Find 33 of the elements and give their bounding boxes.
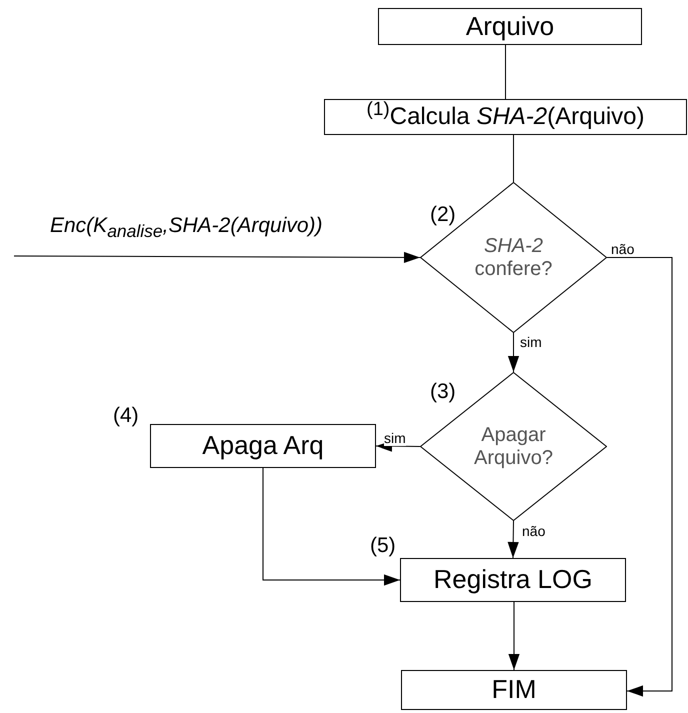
box-text: Apaga Arq bbox=[202, 431, 324, 461]
process-box bbox=[378, 8, 642, 45]
arrow bbox=[14, 252, 420, 264]
box-text: Calcula SHA-2(Arquivo) bbox=[390, 103, 644, 131]
step-number: (1) bbox=[366, 99, 390, 121]
arrow bbox=[508, 332, 520, 372]
edge-label: sim bbox=[520, 335, 542, 350]
box-text: Registra LOG bbox=[434, 565, 592, 595]
box-text: FIM bbox=[492, 675, 536, 705]
process-box bbox=[324, 99, 687, 135]
step-number: (2) bbox=[430, 203, 456, 227]
arrow bbox=[508, 520, 519, 558]
process-box bbox=[400, 558, 626, 602]
connector-line bbox=[505, 44, 506, 100]
edge-label: não bbox=[522, 524, 546, 540]
arrow bbox=[606, 257, 672, 697]
connector-line bbox=[513, 134, 514, 182]
edge-label: sim bbox=[384, 431, 406, 446]
arrow bbox=[376, 440, 420, 452]
edge-label: não bbox=[611, 242, 634, 258]
edge-label: Enc(K$_{analise}$,SHA-2(Arquivo)) bbox=[50, 214, 323, 242]
process-box bbox=[150, 424, 376, 468]
decision-diamond bbox=[420, 372, 607, 521]
decision-text: Apagar Arquivo? bbox=[473, 424, 554, 470]
box-text: Arquivo bbox=[466, 12, 554, 42]
step-number: (4) bbox=[113, 404, 139, 428]
step-number: (3) bbox=[430, 380, 456, 404]
process-box bbox=[401, 670, 627, 710]
decision-text: SHA-2 confere? bbox=[474, 234, 554, 280]
arrow bbox=[508, 602, 520, 670]
step-number: (5) bbox=[370, 534, 396, 558]
arrow bbox=[262, 468, 400, 586]
decision-diamond bbox=[420, 182, 607, 333]
